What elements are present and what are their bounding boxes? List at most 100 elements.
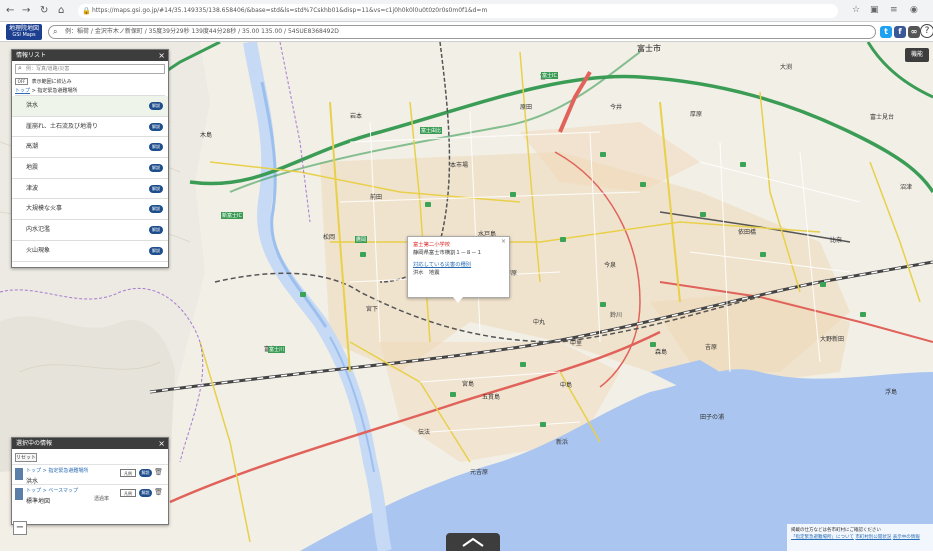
road-label: 富士由比 (420, 127, 443, 134)
transparency-label[interactable]: 透過率 (94, 496, 110, 502)
road-label: 富士川 (268, 346, 286, 353)
list-item-earthquake[interactable]: 地震解説 (12, 158, 168, 179)
shelter-marker[interactable] (640, 182, 646, 187)
legend-button[interactable]: 凡例 (120, 469, 136, 477)
logo-title: 地理院地図 (8, 25, 39, 32)
place-label: 沼津 (900, 184, 913, 191)
place-label: 宮下 (366, 306, 379, 313)
trash-icon[interactable]: 🗑 (154, 468, 163, 476)
breadcrumb-top-link[interactable]: トップ (15, 88, 31, 94)
shelter-marker[interactable] (540, 422, 546, 427)
list-item-label: 高潮 (26, 143, 39, 151)
reset-button[interactable]: リセット (15, 453, 37, 462)
info-button[interactable]: 解説 (149, 102, 163, 110)
shelter-marker[interactable] (360, 252, 366, 257)
legend-button[interactable]: 凡例 (120, 489, 136, 497)
selected-layer-row[interactable]: トップ > ベースマップ 標準地図 透過率 凡例 解説 🗑 (12, 484, 168, 505)
zoom-out-button[interactable]: − (13, 521, 27, 535)
filter-toggle[interactable]: OFF (15, 78, 28, 85)
info-button[interactable]: 解説 (149, 246, 163, 255)
drag-handle-icon[interactable] (15, 468, 23, 480)
close-icon[interactable]: × (158, 51, 165, 60)
trash-icon[interactable]: 🗑 (154, 488, 163, 496)
help-icon[interactable]: ? (920, 24, 933, 38)
search-icon: ⌕ (18, 64, 22, 72)
place-label: 厚原 (690, 111, 703, 118)
gsi-logo[interactable]: 地理院地図 GSI Maps (6, 24, 42, 40)
list-item-tsunami[interactable]: 津波解説 (12, 179, 168, 200)
road-label: 新富士IC (221, 212, 243, 219)
reload-icon[interactable]: ↻ (40, 5, 49, 16)
expand-panel-tab[interactable] (446, 533, 500, 551)
info-button[interactable]: 解説 (149, 184, 163, 193)
place-label: 木島 (200, 132, 213, 139)
info-search-input[interactable]: ⌕ 例：写真/道路/災害 (15, 64, 165, 74)
shelter-marker[interactable] (600, 302, 606, 307)
twitter-icon[interactable]: t (880, 26, 892, 38)
list-item-flood[interactable]: 洪水解説 (12, 96, 168, 117)
shelter-marker[interactable] (650, 342, 656, 347)
close-icon[interactable]: × (500, 238, 506, 245)
shelter-marker[interactable] (740, 162, 746, 167)
shelter-marker[interactable] (820, 282, 826, 287)
shelter-marker[interactable] (450, 392, 456, 397)
shelter-marker[interactable] (425, 202, 431, 207)
reading-list-icon[interactable]: ≡ (890, 5, 898, 15)
place-label: 中丸 (533, 319, 546, 326)
layer-name: 標準地図 (26, 498, 51, 505)
shelter-marker[interactable] (510, 192, 516, 197)
back-icon[interactable]: ← (6, 5, 15, 16)
layer-name: 洪水 (26, 478, 39, 485)
close-icon[interactable]: × (158, 439, 165, 448)
place-label: 富士市 (637, 44, 661, 53)
place-label: 宮島 (462, 381, 475, 388)
place-label: 前田 (370, 194, 383, 201)
attribution-link[interactable]: 市町村別公開状況 (855, 535, 892, 540)
breadcrumb: トップ > 指定緊急避難場所 (15, 87, 165, 96)
shelter-marker[interactable] (520, 362, 526, 367)
place-label: 岩本 (350, 113, 363, 120)
info-button[interactable]: 解説 (149, 143, 163, 152)
shelter-marker[interactable] (560, 237, 566, 242)
map-search-input[interactable]: ⌕ 例：稲荷 / 金沢市木ノ新保町 / 35度39分29秒 139度44分28秒… (48, 25, 876, 39)
forward-icon[interactable]: → (22, 5, 31, 16)
bookmark-star-icon[interactable]: ☆ (852, 5, 861, 15)
shelter-marker[interactable] (860, 312, 866, 317)
shelter-marker[interactable] (760, 252, 766, 257)
attribution: 掲載の仕方などは各市町村にご確認ください 「指定緊急避難場所」について 市町村別… (787, 524, 933, 551)
browser-toolbar: ← → ↻ ⌂ 🔒 https://maps.gsi.go.jp/#14/35.… (0, 0, 933, 22)
list-item-landslide[interactable]: 崖崩れ、土石流及び地滑り解説 (12, 117, 168, 138)
place-label: 水戸島 (478, 231, 497, 238)
list-item-storm-surge[interactable]: 高潮 解説 (12, 137, 168, 159)
shelter-marker[interactable] (300, 292, 306, 297)
function-menu-button[interactable]: 機能 (905, 48, 929, 62)
info-button[interactable]: 解説 (149, 205, 163, 214)
attribution-link[interactable]: 表示中の情報 (892, 535, 920, 540)
profile-icon[interactable]: ◉ (910, 5, 918, 15)
home-icon[interactable]: ⌂ (58, 5, 65, 16)
map-canvas[interactable]: 富士市 富士IC 宮島 鈴川 吉原 田子の浦 依田橋 中島 木島 大野新田 柚木… (0, 42, 933, 551)
popup-disaster-types-link[interactable]: 対応している災害の種別 (413, 262, 472, 268)
popup-title: 富士第二小学校 (413, 242, 451, 248)
url-bar[interactable]: 🔒 https://maps.gsi.go.jp/#14/35.149335/1… (78, 4, 838, 18)
list-item-volcano[interactable]: 火山現象解説 (12, 241, 168, 262)
shelter-marker[interactable] (700, 212, 706, 217)
list-item-inland-flood[interactable]: 内水氾濫解説 (12, 220, 168, 241)
drag-handle-icon[interactable] (15, 488, 23, 500)
info-button[interactable]: 解説 (139, 469, 152, 477)
place-label: 元吉原 (470, 469, 489, 476)
list-item-large-fire[interactable]: 大規模な火事解説 (12, 199, 168, 221)
info-button[interactable]: 解説 (149, 226, 163, 235)
info-button[interactable]: 解説 (139, 489, 152, 497)
facebook-icon[interactable]: f (894, 26, 906, 38)
info-button[interactable]: 解説 (149, 164, 163, 173)
place-label: 大渕 (780, 64, 793, 71)
attribution-link[interactable]: 「指定緊急避難場所」について (791, 535, 854, 540)
shelter-marker[interactable] (600, 152, 606, 157)
extension-icon[interactable]: ▣ (870, 5, 879, 15)
map-search-placeholder: 例：稲荷 / 金沢市木ノ新保町 / 35度39分29秒 139度44分28秒 /… (65, 28, 339, 35)
place-label: 松岡 (323, 234, 336, 241)
selected-layer-row[interactable]: トップ > 指定緊急避難場所 洪水 凡例 解説 🗑 (12, 464, 168, 485)
info-button[interactable]: 解説 (149, 122, 163, 131)
share-link-icon[interactable]: ∞ (908, 26, 920, 38)
